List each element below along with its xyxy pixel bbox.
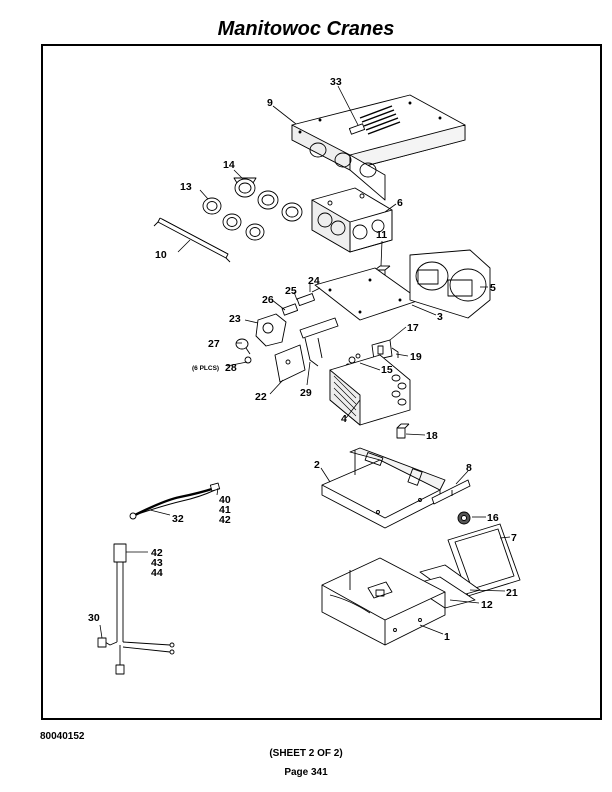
callout-23: 23 bbox=[229, 313, 241, 325]
callout-3: 3 bbox=[437, 311, 443, 323]
callout-14: 14 bbox=[223, 159, 235, 171]
callout-15: 15 bbox=[381, 364, 393, 376]
callout-5: 5 bbox=[490, 282, 496, 294]
callout-29: 29 bbox=[300, 387, 312, 399]
callout-13: 13 bbox=[180, 181, 192, 193]
part-22-bracket bbox=[274, 344, 306, 383]
callout-21: 21 bbox=[506, 587, 518, 599]
callout-2: 2 bbox=[314, 459, 320, 471]
callout-32: 32 bbox=[172, 513, 184, 525]
callout-16: 16 bbox=[487, 512, 499, 524]
parts-27-28-fittings bbox=[235, 338, 252, 364]
callout-18: 18 bbox=[426, 430, 438, 442]
callout-10: 10 bbox=[155, 249, 167, 261]
part-16-grommet bbox=[457, 511, 471, 525]
parts-23-26-valve-assembly bbox=[255, 287, 321, 347]
leader-lines bbox=[99, 85, 511, 639]
plcs-note: (6 PLCS) bbox=[192, 365, 219, 372]
callout-8: 8 bbox=[466, 462, 472, 474]
part-2-upper-tray bbox=[321, 447, 446, 529]
callout-11: 11 bbox=[376, 229, 387, 241]
part-4-heater-coil bbox=[329, 354, 411, 426]
callout-43: 43 bbox=[151, 557, 163, 569]
parts-17-19-clamp bbox=[371, 339, 399, 361]
callout-27: 27 bbox=[208, 338, 220, 350]
part-32-harness bbox=[129, 482, 221, 520]
part-29-bracket bbox=[299, 317, 339, 367]
callout-25: 25 bbox=[285, 285, 297, 297]
part-10-bracket bbox=[153, 217, 231, 263]
callout-9: 9 bbox=[267, 97, 273, 109]
part-9-top-cover bbox=[291, 94, 466, 201]
part-18-clip bbox=[396, 423, 410, 439]
callout-17: 17 bbox=[407, 322, 419, 334]
callout-6: 6 bbox=[397, 197, 403, 209]
callout-12: 12 bbox=[481, 599, 493, 611]
callout-4: 4 bbox=[341, 413, 347, 425]
drawing-frame bbox=[41, 44, 602, 720]
callout-26: 26 bbox=[262, 294, 274, 306]
callout-labels: 33 9 14 13 6 10 11 5 24 25 26 3 23 17 27… bbox=[88, 76, 518, 643]
parts-13-14-vent-rings bbox=[202, 177, 303, 241]
callout-30: 30 bbox=[88, 612, 100, 624]
callout-28: 28 bbox=[225, 362, 237, 374]
page-number: Page 341 bbox=[284, 767, 328, 778]
part-6-duct-housing bbox=[311, 187, 393, 253]
callout-44: 44 bbox=[151, 567, 163, 579]
callout-24: 24 bbox=[308, 275, 320, 287]
callout-1: 1 bbox=[444, 631, 450, 643]
part-3-plate bbox=[314, 267, 421, 321]
document-number: 80040152 bbox=[40, 731, 85, 742]
callout-42-bottom: 42 bbox=[151, 547, 163, 559]
callout-40: 40 bbox=[219, 494, 231, 506]
part-5-blower bbox=[409, 249, 491, 319]
callout-42-top: 42 bbox=[219, 514, 231, 526]
sheet-label: (SHEET 2 OF 2) bbox=[269, 748, 343, 759]
callout-22: 22 bbox=[255, 391, 267, 403]
callout-33: 33 bbox=[330, 76, 342, 88]
callout-19: 19 bbox=[410, 351, 422, 363]
part-1-base-housing bbox=[321, 557, 446, 646]
callout-7: 7 bbox=[511, 532, 517, 544]
page-title: Manitowoc Cranes bbox=[217, 18, 395, 40]
callout-41: 41 bbox=[219, 504, 231, 516]
part-8-brace bbox=[431, 479, 471, 505]
